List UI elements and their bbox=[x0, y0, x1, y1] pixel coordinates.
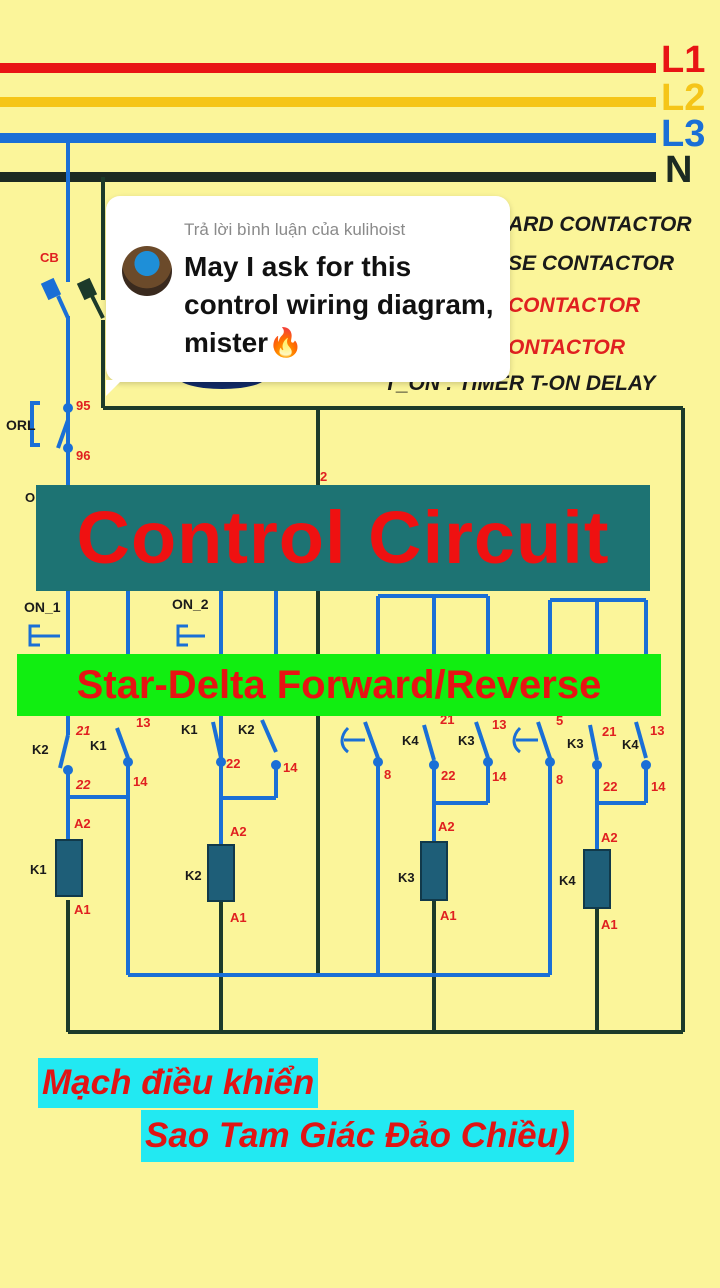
label-on1: ON_1 bbox=[24, 599, 61, 615]
label-a1-k4: A1 bbox=[601, 917, 618, 932]
label-95: 95 bbox=[76, 398, 90, 413]
label-k2-contact-2: K2 bbox=[238, 722, 255, 737]
l1-label: L1 bbox=[661, 39, 705, 81]
legend-reverse: SE CONTACTOR bbox=[508, 252, 675, 275]
vietnamese-caption-line-2: Sao Tam Giác Đảo Chiều) bbox=[141, 1110, 574, 1162]
legend-delta: ONTACTOR bbox=[508, 336, 626, 359]
subtitle-banner: Star-Delta Forward/Reverse bbox=[17, 654, 661, 716]
label-k3-contact-2: K3 bbox=[567, 736, 584, 751]
coil-k4 bbox=[583, 849, 611, 909]
label-on2: ON_2 bbox=[172, 596, 209, 612]
label-a2-k1: A2 bbox=[74, 816, 91, 831]
cb-switch-2 bbox=[76, 277, 98, 301]
l3-label: L3 bbox=[661, 113, 705, 155]
label-orl: ORL bbox=[6, 417, 36, 433]
label-k3-coil: K3 bbox=[398, 870, 415, 885]
label-k1-coil: K1 bbox=[30, 862, 47, 877]
comment-tail bbox=[106, 380, 122, 396]
vietnamese-caption-line-1: Mạch điều khiển bbox=[38, 1058, 319, 1108]
label-cb: CB bbox=[40, 250, 59, 265]
reply-comment-sticker[interactable]: Trả lời bình luận của kulihoist May I as… bbox=[106, 196, 510, 396]
label-14-c: 14 bbox=[492, 769, 507, 784]
label-14-d: 14 bbox=[651, 779, 666, 794]
label-a1-k1: A1 bbox=[74, 902, 91, 917]
label-a1-k3: A1 bbox=[440, 908, 457, 923]
cb-switch-1 bbox=[40, 277, 62, 301]
label-21-c: 21 bbox=[602, 724, 616, 739]
label-13-b: 13 bbox=[492, 717, 506, 732]
label-14-b: 14 bbox=[283, 760, 298, 775]
label-13-c: 13 bbox=[650, 723, 664, 738]
label-a2-k2: A2 bbox=[230, 824, 247, 839]
label-k2-contact: K2 bbox=[32, 742, 49, 757]
n-label: N bbox=[665, 149, 692, 191]
avatar bbox=[122, 246, 172, 296]
label-22-c: 22 bbox=[441, 768, 455, 783]
label-k4-coil: K4 bbox=[559, 873, 576, 888]
label-k4-contact: K4 bbox=[402, 733, 419, 748]
label-k4-contact-2: K4 bbox=[622, 737, 639, 752]
coil-k1 bbox=[55, 839, 83, 897]
label-14-a: 14 bbox=[133, 774, 148, 789]
label-22-a: 22 bbox=[75, 777, 91, 792]
label-a2-k4: A2 bbox=[601, 830, 618, 845]
coil-k2 bbox=[207, 844, 235, 902]
label-8-b: 8 bbox=[556, 772, 563, 787]
label-22-b: 22 bbox=[226, 756, 240, 771]
comment-text: May I ask for this control wiring diagra… bbox=[184, 251, 494, 358]
label-8-a: 8 bbox=[384, 767, 391, 782]
label-a1-k2: A1 bbox=[230, 910, 247, 925]
label-13-a: 13 bbox=[136, 715, 150, 730]
label-5: 5 bbox=[556, 713, 563, 728]
label-a2-k3: A2 bbox=[438, 819, 455, 834]
coil-k3 bbox=[420, 841, 448, 901]
comment-caption: Trả lời bình luận của kulihoist bbox=[184, 220, 406, 239]
legend-forward: ARD CONTACTOR bbox=[507, 213, 692, 236]
label-k1-contact: K1 bbox=[90, 738, 107, 753]
label-o: O bbox=[25, 490, 35, 505]
legend-star: CONTACTOR bbox=[508, 294, 641, 317]
label-96: 96 bbox=[76, 448, 90, 463]
label-k3-contact: K3 bbox=[458, 733, 475, 748]
title-banner: Control Circuit bbox=[36, 485, 650, 591]
label-21-a: 21 bbox=[75, 723, 90, 738]
label-k1-contact-2: K1 bbox=[181, 722, 198, 737]
label-22-d: 22 bbox=[603, 779, 617, 794]
l2-label: L2 bbox=[661, 77, 705, 119]
label-2: 2 bbox=[320, 469, 327, 484]
label-k2-coil: K2 bbox=[185, 868, 202, 883]
